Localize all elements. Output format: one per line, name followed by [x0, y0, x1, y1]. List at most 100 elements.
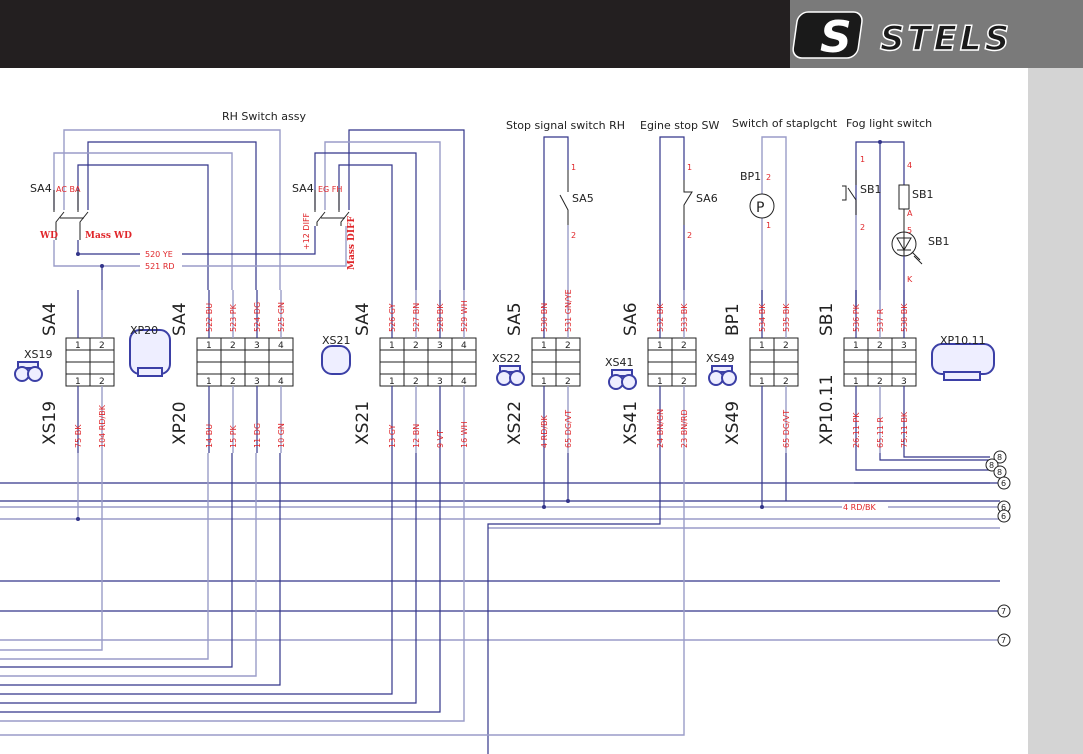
plug-label: XP10.11: [940, 334, 986, 347]
bp1-ref: BP1: [740, 170, 761, 183]
wire-4-label: 4 RD/BK: [843, 503, 877, 512]
pin-label: 4: [461, 341, 467, 351]
logo-letter: S: [820, 12, 852, 63]
connector-top-ref: SA5: [505, 302, 525, 336]
logo-wordmark: STELS: [880, 19, 1012, 59]
wire-label-top: 524 DG: [253, 302, 262, 332]
title-stop-signal: Stop signal switch RH: [506, 119, 625, 132]
pin-label: 4: [278, 341, 284, 351]
sa4-wd-label: WD: [39, 231, 58, 241]
plug-label: XS49: [706, 352, 735, 365]
offpage-ref-icon: [997, 509, 1011, 523]
connector-bottom-ref: XS19: [40, 401, 60, 445]
sb1-switch-ref: SB1: [860, 183, 882, 196]
pin-label: 2: [230, 341, 236, 351]
wire-label-bottom: 75 BK: [74, 424, 83, 448]
pin-label: 2: [565, 341, 571, 351]
pin-label: 2: [230, 377, 236, 387]
connector-bottom-ref: XS41: [621, 401, 641, 445]
pin-label: 2: [681, 341, 687, 351]
sb1-pin1: 1: [860, 155, 865, 164]
wire-label-top: 527 BN: [412, 303, 421, 332]
connector-bottom-ref: XP10.11: [817, 374, 837, 445]
pin-label: 2: [99, 341, 105, 351]
wire-label-bottom: 24 BN/GN: [656, 409, 665, 448]
pin-label: 1: [75, 377, 81, 387]
title-rh-switch: RH Switch assy: [222, 110, 306, 123]
plug-icon: [608, 369, 637, 390]
plug-icon: [931, 343, 995, 381]
pin-label: 2: [413, 341, 419, 351]
sb1-resistor-ref: SB1: [912, 188, 934, 201]
sa6-pin2: 2: [687, 231, 692, 240]
offpage-ref-label: 7: [1001, 607, 1006, 616]
wire-label-top: 532 BK: [656, 303, 665, 332]
offpage-ref-label: 6: [1001, 512, 1006, 521]
wire-label-top: 530 BN: [540, 303, 549, 332]
wire-label-bottom: 9 VT: [436, 430, 445, 448]
sb1-pinA: A: [907, 209, 913, 218]
pin-label: 1: [541, 341, 547, 351]
wire-label-top: 533 BK: [680, 303, 689, 332]
wire-label-bottom: 4 RD/BK: [540, 414, 549, 448]
pin-label: 3: [901, 341, 907, 351]
offpage-ref-label: 6: [1001, 479, 1006, 488]
pin-label: 2: [681, 377, 687, 387]
pin-label: 1: [657, 341, 663, 351]
wire-label-top: 534 BK: [758, 303, 767, 332]
connector-bottom-ref: XP20: [170, 401, 190, 445]
connector-top-ref: SA4: [40, 302, 60, 336]
title-engine-stop: Egine stop SW: [640, 119, 719, 132]
wire-label-bottom: 65 DG/VT: [564, 410, 573, 448]
wire-label-top: 536 PK: [852, 303, 861, 332]
wire-label-top: 523 PK: [229, 303, 238, 332]
connector-top-ref: SA4: [353, 302, 373, 336]
plug-label: XS22: [492, 352, 521, 365]
pin-label: 1: [853, 341, 859, 351]
sa4-left-ref: SA4: [30, 182, 52, 195]
pin-label: 1: [541, 377, 547, 387]
pin-label: 2: [99, 377, 105, 387]
sa4-mass-diff-label: Mass DIFF: [347, 216, 357, 270]
sb1-pin5: 5: [907, 226, 912, 235]
wire-521-label: 521 RD: [145, 262, 175, 271]
wire-label-bottom: 15 PK: [229, 424, 238, 448]
page-header: [0, 0, 790, 68]
plug-icon: [708, 365, 737, 386]
pin-label: 1: [206, 341, 212, 351]
pin-label: 2: [877, 377, 883, 387]
sa4-right-ref: SA4: [292, 182, 314, 195]
pin-label: 3: [254, 341, 260, 351]
offpage-ref-label: 8: [997, 468, 1002, 477]
pin-label: 3: [254, 377, 260, 387]
wire-label-bottom: 16 WH: [460, 421, 469, 448]
plug-label: XS41: [605, 356, 634, 369]
pin-label: 3: [437, 341, 443, 351]
sa5-pin1: 1: [571, 163, 576, 172]
wiring-diagram: RH Switch assy Stop signal switch RH Egi…: [0, 110, 1011, 754]
offpage-ref-label: 6: [1001, 503, 1006, 512]
switch-sa6: 1 SA6 2: [659, 136, 718, 310]
wire-label-bottom: 10 GN: [277, 423, 286, 448]
sa5-pin2: 2: [571, 231, 576, 240]
sb1-pin4: 4: [907, 161, 912, 170]
bp1-pin2: 2: [766, 173, 771, 182]
sa4-right-wiring: [314, 129, 465, 290]
pin-label: 3: [437, 377, 443, 387]
harness-lines: [0, 453, 1000, 754]
wire-label-bottom: 26.11 PK: [852, 412, 861, 448]
connector-bottom-ref: XS21: [353, 401, 373, 445]
pin-label: 2: [783, 341, 789, 351]
wire-520-label: 520 YE: [145, 250, 173, 259]
pin-label: 4: [461, 377, 467, 387]
sa4-mass-wd-label: Mass WD: [85, 231, 132, 241]
wire-label-top: 538 BK: [900, 303, 909, 332]
wire-label-bottom: 14 BU: [205, 424, 214, 448]
plug-icon: [321, 345, 351, 375]
switch-sa4-right: SA4 EG FH +12 DIFF Mass DIFF: [292, 182, 357, 270]
